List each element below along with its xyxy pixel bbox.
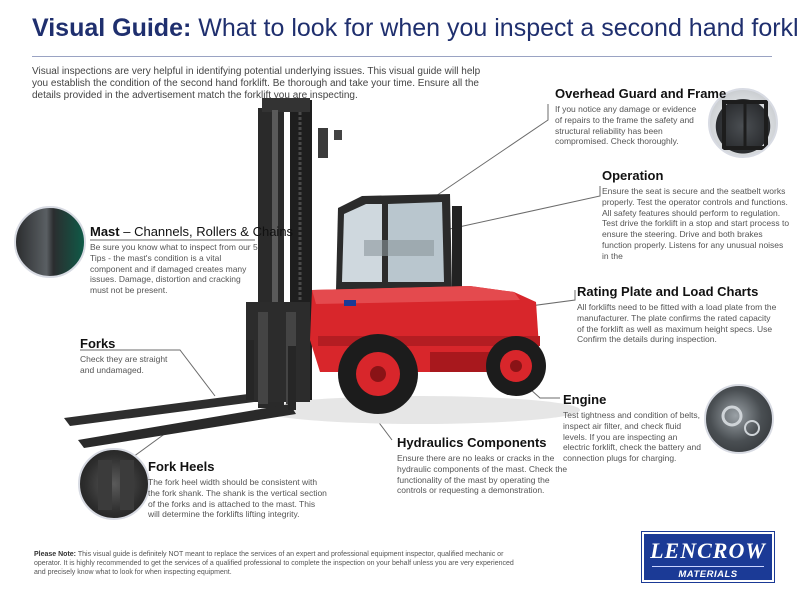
hydraulics-text: Ensure there are no leaks or cracks in t… <box>397 453 568 496</box>
lencrow-logo: LENCROW MATERIALS HANDLING <box>641 531 775 591</box>
page-title: Visual Guide: What to look for when you … <box>32 14 800 43</box>
mast-title-rest: – Channels, Rollers & Chains <box>119 224 294 239</box>
mast-title-bold: Mast <box>90 224 120 239</box>
mast-photo <box>14 206 86 278</box>
title-bold: Visual Guide: <box>32 14 192 42</box>
overhead-guard-text: If you notice any damage or evidence of … <box>555 104 697 147</box>
fork-heels-photo <box>78 448 150 520</box>
hydraulics-title: Hydraulics Components <box>397 435 547 450</box>
logo-name: LENCROW <box>650 538 766 563</box>
fork-heels-title: Fork Heels <box>148 459 215 474</box>
title-divider <box>32 56 772 57</box>
forks-title: Forks <box>80 336 116 351</box>
disclaimer-text: This visual guide is definitely NOT mean… <box>34 551 514 576</box>
rating-plate-title: Rating Plate and Load Charts <box>577 284 759 299</box>
disclaimer-note: Please Note: This visual guide is defini… <box>34 550 524 577</box>
logo-tagline: MATERIALS HANDLING <box>652 566 764 591</box>
disclaimer-label: Please Note: <box>34 551 77 558</box>
engine-title: Engine <box>563 392 607 407</box>
title-rest: What to look for when you inspect a seco… <box>191 14 800 42</box>
forks-text: Check they are straight and undamaged. <box>80 354 168 375</box>
engine-text: Test tightness and condition of belts, i… <box>563 410 701 464</box>
mast-title: Mast – Channels, Rollers & Chains <box>90 224 293 239</box>
overhead-guard-photo <box>708 88 778 158</box>
mast-text: Be sure you know what to inspect from ou… <box>90 242 258 296</box>
operation-text: Ensure the seat is secure and the seatbe… <box>602 186 790 261</box>
engine-photo <box>704 384 774 454</box>
rating-plate-text: All forklifts need to be fitted with a l… <box>577 302 777 345</box>
intro-text: Visual inspections are very helpful in i… <box>32 66 481 101</box>
overhead-guard-title: Overhead Guard and Frame <box>555 86 727 101</box>
fork-heels-text: The fork heel width should be consistent… <box>148 477 327 520</box>
operation-title: Operation <box>602 168 664 183</box>
